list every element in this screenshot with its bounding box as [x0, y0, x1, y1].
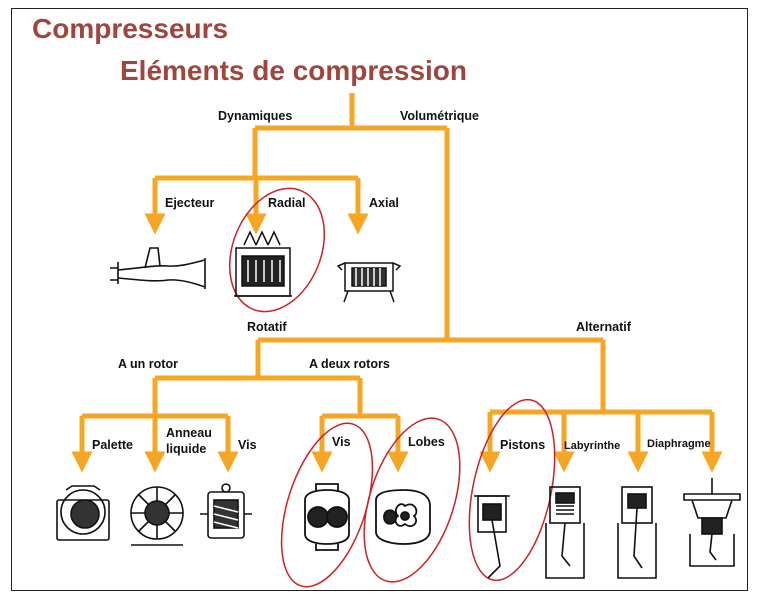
axial-compressor-icon: [336, 262, 402, 303]
highlight-lobes: [363, 417, 461, 583]
label-rotatif: Rotatif: [247, 320, 287, 334]
highlight-pistons: [468, 398, 556, 582]
lobes-icon: [375, 489, 431, 545]
anneau-liquide-icon: [130, 486, 184, 546]
radial-compressor-icon: [234, 230, 292, 297]
label-dynamiques: Dynamiques: [218, 109, 292, 123]
label-lobes: Lobes: [408, 435, 445, 449]
vis-double-icon: [304, 483, 350, 551]
label-vis-deux-rotors: Vis: [332, 435, 351, 449]
highlight-ellipses: [228, 187, 556, 588]
label-radial: Radial: [268, 196, 306, 210]
piston-icon: [474, 495, 510, 579]
label-pistons: Pistons: [500, 438, 545, 452]
label-alternatif: Alternatif: [576, 320, 632, 334]
compresseur-alternatif-icon: [617, 486, 657, 579]
highlight-vis: [280, 422, 374, 588]
label-un-rotor: A un rotor: [118, 357, 178, 371]
label-liquide: liquide: [166, 442, 206, 456]
page-subtitle: Eléments de compression: [120, 55, 468, 86]
vis-single-icon: [200, 483, 252, 539]
palette-icon: [56, 485, 110, 541]
page-title: Compresseurs: [32, 13, 229, 44]
label-volumetrique: Volumétrique: [400, 109, 479, 123]
label-palette: Palette: [92, 438, 133, 452]
tree-connectors: [71, 93, 723, 473]
label-anneau: Anneau: [166, 426, 212, 440]
labyrinthe-icon: [545, 486, 585, 579]
label-ejecteur: Ejecteur: [165, 196, 214, 210]
highlight-radial: [228, 187, 326, 313]
label-diaphragme: Diaphragme: [647, 438, 711, 450]
label-vis-un-rotor: Vis: [238, 438, 257, 452]
diaphragme-icon: [683, 478, 741, 567]
label-deux-rotors: A deux rotors: [309, 357, 390, 371]
ejecteur-icon: [110, 247, 206, 289]
label-axial: Axial: [369, 196, 399, 210]
label-labyrinthe: Labyrinthe: [564, 440, 620, 452]
